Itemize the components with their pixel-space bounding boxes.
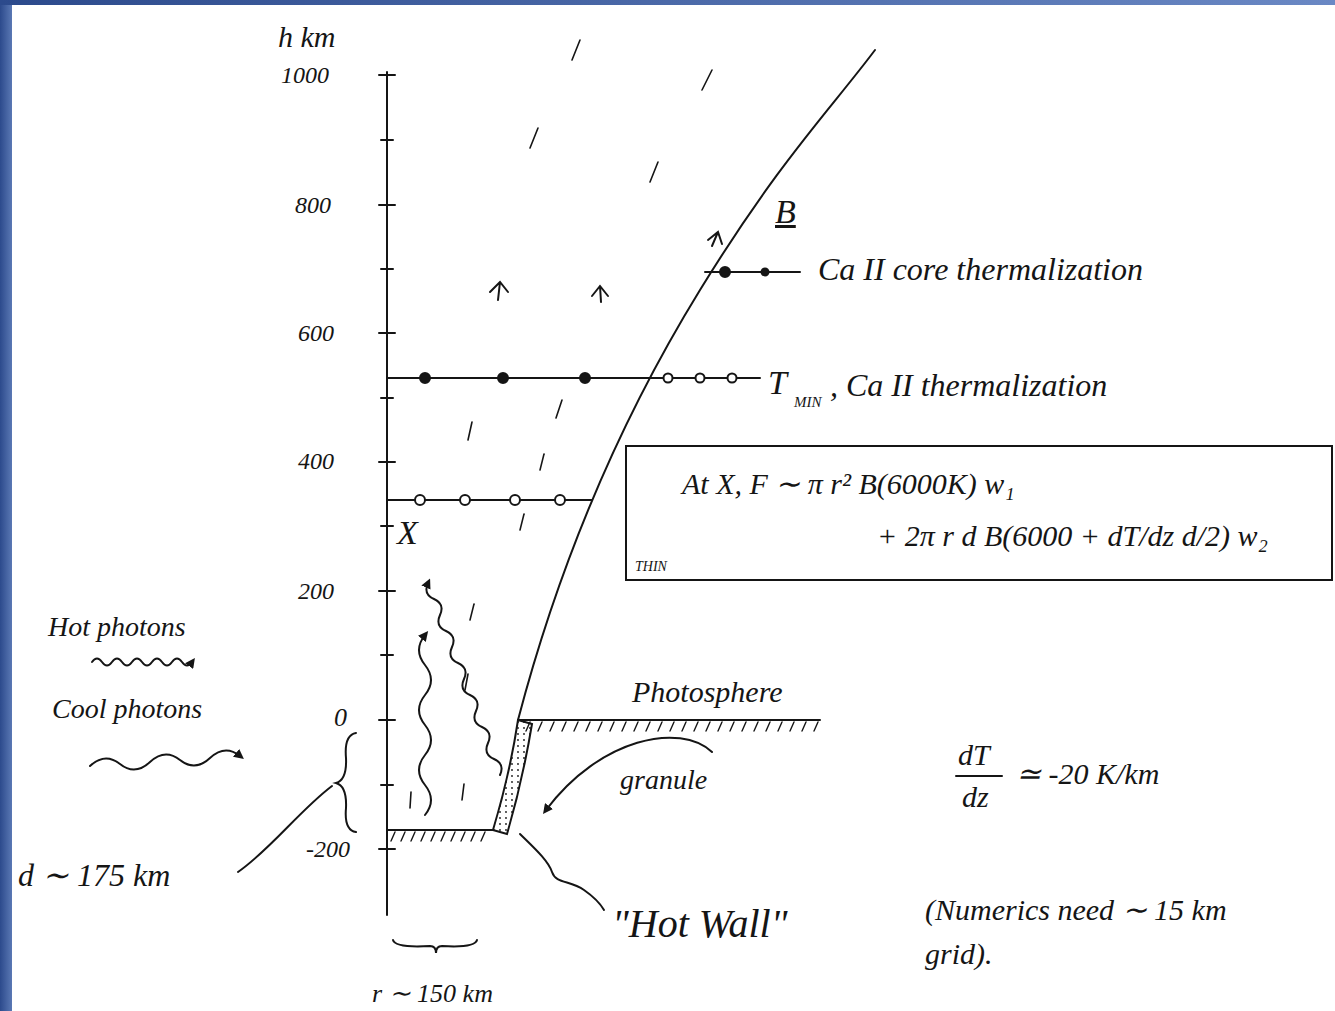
fraction-bar — [956, 775, 1002, 777]
hot-wall-label: "Hot Wall" — [612, 902, 787, 946]
hot-wall-leader — [520, 834, 604, 910]
level-dots — [420, 373, 590, 383]
tick-label: 800 — [295, 192, 331, 218]
level-dots — [720, 267, 769, 277]
surface-hatching — [391, 832, 485, 841]
point-label: X — [397, 514, 418, 551]
blue-frame — [0, 0, 1335, 5]
note-text: (Numerics need ∼ 15 km grid). — [925, 888, 1270, 975]
gradient-label: dz — [962, 780, 989, 813]
legend-text: Hot photons — [48, 612, 186, 643]
level-circles — [415, 495, 565, 505]
level-label: Ca II core thermalization — [818, 252, 1143, 287]
hot-photon-path — [426, 583, 501, 775]
tick-label: -200 — [306, 836, 350, 862]
gradient-label: dT — [958, 738, 990, 771]
field-arrows — [490, 232, 722, 302]
formula-line: At X, F ∼ π r² B(6000K) w₁ — [682, 467, 1015, 500]
tick-label: 200 — [298, 578, 334, 604]
legend-text: Cool photons — [52, 694, 202, 725]
tick-label: 600 — [298, 320, 334, 346]
granule-arrow — [546, 738, 712, 810]
axis-title: h km — [278, 20, 335, 53]
gradient-label: ≃ -20 K/km — [1016, 757, 1159, 790]
formula-box: At X, F ∼ π r² B(6000K) w₁ + 2π r d B(600… — [625, 445, 1333, 581]
level-subscript: MIN — [794, 394, 822, 411]
surface-hatching — [526, 722, 818, 731]
dimension-label: r ∼ 150 km — [372, 980, 493, 1009]
tick-label: 1000 — [281, 62, 329, 88]
tick-label: 400 — [298, 448, 334, 474]
surface-label: Photosphere — [632, 675, 783, 708]
radius-brace — [393, 940, 477, 953]
cool-photon-path — [419, 635, 431, 815]
formula-line: + 2π r d B(6000 + dT/dz d/2) w₂ — [877, 519, 1268, 552]
level-label: , Ca II thermalization — [830, 368, 1107, 403]
level-circles — [664, 374, 737, 383]
granule-label: granule — [620, 765, 707, 796]
level-label: T — [768, 364, 787, 401]
height-axis — [386, 72, 388, 915]
blue-frame — [0, 0, 12, 1011]
hot-wall — [493, 720, 532, 834]
axis-ticks — [379, 75, 395, 849]
tick-label: 0 — [334, 704, 347, 733]
hot-photon-sample — [92, 659, 192, 666]
cool-photon-sample — [90, 750, 240, 769]
flux-tube-wall — [518, 50, 875, 720]
dimension-label: d ∼ 175 km — [18, 858, 170, 893]
depressed-surface — [387, 829, 493, 831]
field-label: B — [775, 193, 796, 230]
depth-brace — [336, 733, 356, 832]
box-tag: THIN — [635, 559, 667, 574]
photosphere-surface — [518, 719, 820, 721]
